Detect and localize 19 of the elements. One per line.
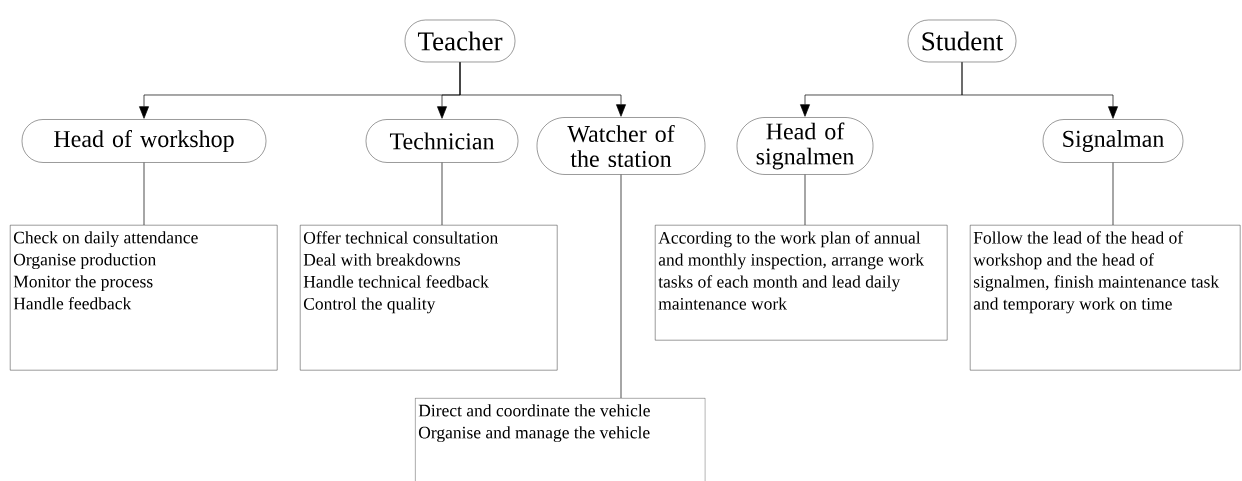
rounded-box: Technician <box>365 119 519 163</box>
arrow <box>961 61 1118 119</box>
connector-line <box>620 174 622 399</box>
connector-line <box>143 162 145 226</box>
rounded-box: Student <box>907 19 1017 63</box>
rounded-box: Watcher of the station <box>536 117 706 175</box>
text-box: Follow the lead of the head of workshop and the head of signalmen, finish maintenance task and temporary work on time <box>970 225 1241 371</box>
connector-line <box>441 162 443 226</box>
rounded-box: Head of signalmen <box>736 117 874 175</box>
connector-line <box>804 174 806 226</box>
connector-line <box>1112 162 1114 226</box>
rounded-box: Head of workshop <box>21 119 267 163</box>
text-box: According to the work plan of annual and monthly inspection, arrange work tasks of each month and lead daily maintenance work <box>655 225 948 341</box>
rounded-box: Signalman <box>1042 119 1184 163</box>
text-box: Offer technical consultation Deal with breakdowns Handle technical feedback Control the quality <box>300 225 558 371</box>
text-box: Check on daily attendance Organise production Monitor the process Handle feedback <box>10 225 278 371</box>
arrow <box>459 61 626 117</box>
rounded-box: Teacher <box>404 19 516 63</box>
text-box: Direct and coordinate the vehicle Organise and manage the vehicle <box>415 398 706 481</box>
